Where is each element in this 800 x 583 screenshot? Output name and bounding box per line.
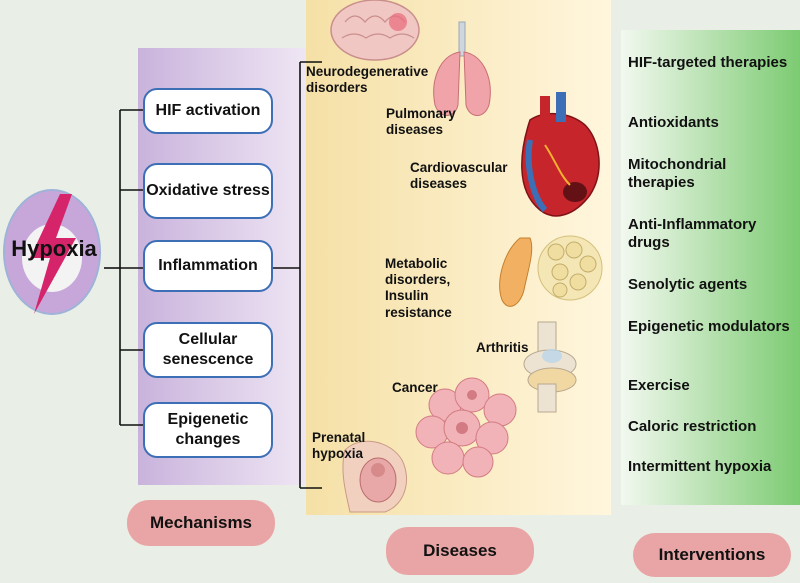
intervention-anti-inflammatory-drugs: Anti-Inflammatory drugs [628,216,757,251]
intervention-hif-targeted-therapies: HIF-targeted therapies [628,54,788,71]
intervention-caloric-restriction: Caloric restriction [628,418,757,435]
disease-label-prenatal-hypoxia: Prenatal hypoxia [312,430,366,462]
mechanism-box-inflammation: Inflammation [143,240,273,292]
intervention-exercise: Exercise [628,377,690,394]
disease-label-metabolic: Metabolic disorders, Insulin resistance [385,256,452,320]
pancreas-illustration [499,237,533,307]
disease-label-cancer: Cancer [392,380,438,395]
mechanism-box-cellular-senescence: Cellular senescence [143,322,273,378]
interventions-pill: Interventions [633,533,791,577]
disease-label-pulmonary: Pulmonary diseases [386,106,456,138]
disease-bracket [273,61,322,489]
intervention-epigenetic-modulators: Epigenetic modulators [628,318,790,335]
disease-label-cardiovascular: Cardiovascular diseases [410,160,508,192]
interventions-panel [621,30,800,505]
hypoxia-emblem [3,189,101,315]
mechanism-box-epigenetic-changes: Epigenetic changes [143,402,273,458]
diseases-pill: Diseases [386,527,534,575]
intervention-intermittent-hypoxia: Intermittent hypoxia [628,458,772,475]
intervention-mitochondrial-therapies: Mitochondrial therapies [628,156,727,191]
heart-illustration [521,92,600,217]
mechanism-box-oxidative-stress: Oxidative stress [143,163,273,219]
knee-joint-illustration [523,321,577,413]
mechanisms-pill: Mechanisms [127,500,275,546]
mechanism-bracket [104,109,143,426]
fat-cells-illustration [537,235,603,301]
lightning-bolt-icon [30,194,76,314]
brain-illustration [330,0,420,61]
mechanism-box-hif-activation: HIF activation [143,88,273,134]
disease-label-neurodegenerative: Neurodegenerative disorders [306,64,429,96]
intervention-antioxidants: Antioxidants [628,114,719,131]
intervention-senolytic-agents: Senolytic agents [628,276,748,293]
cancer-cells-illustration [415,377,517,478]
pregnant-belly-illustration [342,440,407,513]
hypoxia-label: Hypoxia [11,236,97,261]
lungs-illustration [433,21,491,116]
disease-label-arthritis: Arthritis [476,340,529,355]
